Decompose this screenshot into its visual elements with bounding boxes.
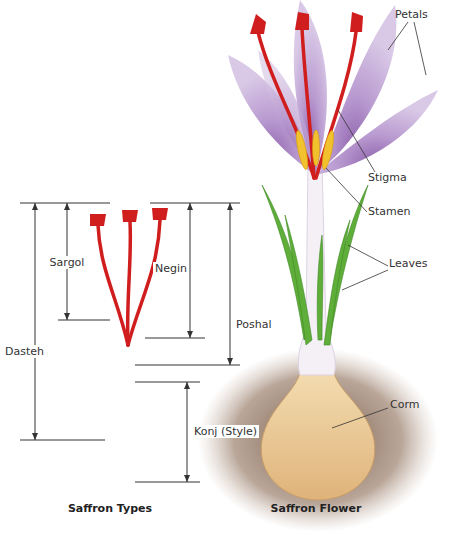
part-label: Stigma bbox=[368, 171, 407, 184]
corm bbox=[261, 372, 375, 500]
part-label: Corm bbox=[390, 398, 419, 411]
dimension-label: Konj (Style) bbox=[192, 425, 259, 438]
caption: Saffron Flower bbox=[271, 502, 362, 515]
stigma-tips bbox=[250, 12, 363, 34]
part-label: Stamen bbox=[368, 205, 411, 218]
part-label: Petals bbox=[395, 8, 428, 21]
part-label: Leaves bbox=[389, 257, 427, 270]
dimension-label: Dasteh bbox=[3, 345, 46, 358]
dimension-label: Negin bbox=[153, 262, 189, 275]
dimension-label: Sargol bbox=[48, 256, 87, 269]
dimension-lines bbox=[20, 203, 240, 482]
saffron-threads bbox=[98, 220, 160, 345]
leader-lines bbox=[326, 22, 426, 428]
stamens bbox=[294, 130, 336, 171]
leaves bbox=[262, 185, 368, 345]
caption: Saffron Types bbox=[68, 502, 152, 515]
thread-tips bbox=[90, 208, 168, 226]
soil bbox=[198, 348, 438, 532]
flower-stigma bbox=[258, 28, 356, 178]
style-strand bbox=[127, 340, 130, 440]
dimension-label: Poshal bbox=[234, 318, 273, 331]
dimension-arrowheads bbox=[32, 203, 233, 482]
petals bbox=[228, 0, 438, 175]
